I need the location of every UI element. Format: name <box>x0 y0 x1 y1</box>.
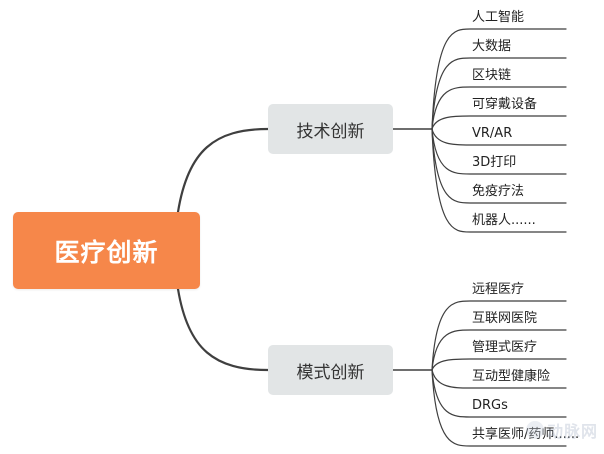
leaf-blockchain: 区块链 <box>472 68 512 83</box>
leaf-big-data: 大数据 <box>472 39 512 54</box>
watermark-text: 动脉网 <box>546 422 598 441</box>
leaf-wearables: 可穿戴设备 <box>472 97 538 112</box>
connector-leaf-0-2 <box>431 86 567 130</box>
connector-leaf-1-4 <box>431 369 567 418</box>
connector-leaf-0-5 <box>431 128 567 175</box>
leaf-vr-ar: VR/AR <box>472 126 513 141</box>
branch-label-tech-innovation: 技术创新 <box>296 121 365 142</box>
connector-leaf-1-0 <box>431 300 567 371</box>
connector-root-to-tech <box>176 127 270 214</box>
leaf-3d-printing: 3D打印 <box>472 155 517 170</box>
leaf-interactive-health-insurance: 互动型健康险 <box>472 369 551 384</box>
connector-leaf-1-3 <box>431 369 567 389</box>
leaf-shared-physicians-pharmacists: 共享医师/药师...... <box>472 427 580 442</box>
leaf-immunotherapy: 免疫疗法 <box>472 184 525 199</box>
watermark: 动脉网 <box>525 418 598 442</box>
leaf-managed-care: 管理式医疗 <box>472 340 538 355</box>
branch-label-model-innovation: 模式创新 <box>296 362 365 383</box>
leaf-robots: 机器人...... <box>472 213 536 228</box>
root-node-label: 医疗创新 <box>54 237 159 267</box>
connector-leaf-1-5 <box>431 369 567 447</box>
connector-leaf-0-7 <box>431 128 567 233</box>
connector-leaf-0-3 <box>431 115 567 130</box>
leaf-internet-hospital: 互联网医院 <box>472 311 538 326</box>
connector-root-to-model <box>176 287 270 372</box>
connector-leaf-0-4 <box>431 128 567 146</box>
connector-leaf-1-1 <box>431 329 567 371</box>
connector-leaf-0-6 <box>431 128 567 204</box>
leaf-ai: 人工智能 <box>472 10 525 25</box>
branch-node-tech-innovation: 技术创新 <box>268 104 393 154</box>
watermark-logo-icon <box>525 421 544 439</box>
leaf-drgs: DRGs <box>472 398 508 413</box>
branch-node-model-innovation: 模式创新 <box>268 345 393 395</box>
root-node: 医疗创新 <box>13 212 200 289</box>
leaf-telemedicine: 远程医疗 <box>472 282 525 297</box>
connector-leaf-0-0 <box>431 28 567 130</box>
connector-leaf-1-2 <box>431 358 567 371</box>
connector-leaf-0-1 <box>431 57 567 130</box>
